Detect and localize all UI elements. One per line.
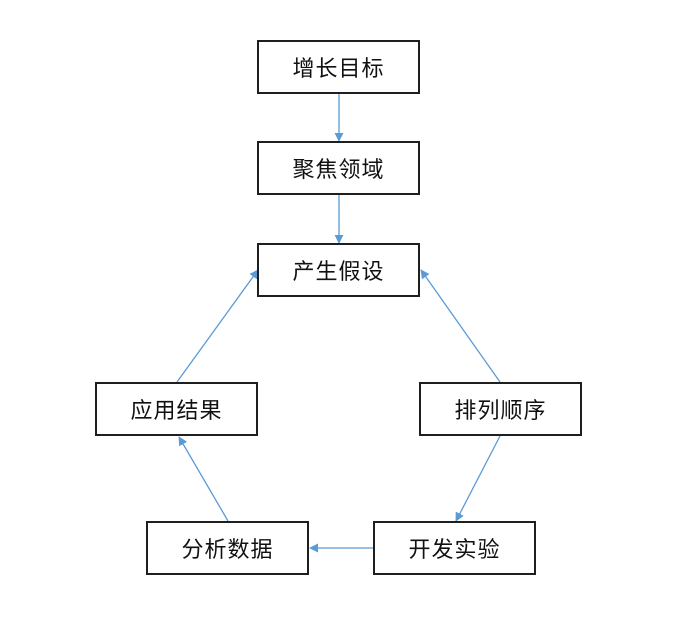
node-apply-results: 应用结果 xyxy=(95,382,258,436)
arrow-rank-to-experiment xyxy=(455,435,501,522)
arrow-analyze-to-apply xyxy=(178,436,229,522)
node-prioritize: 排列顺序 xyxy=(419,382,582,436)
node-focus-area: 聚焦领域 xyxy=(257,141,420,195)
arrow-rank-to-hypothesis xyxy=(420,269,501,383)
node-analyze-data: 分析数据 xyxy=(146,521,309,575)
node-generate-hypothesis: 产生假设 xyxy=(257,243,420,297)
arrow-apply-to-hypothesis xyxy=(176,269,259,383)
node-growth-goal: 增长目标 xyxy=(257,40,420,94)
node-develop-experiment: 开发实验 xyxy=(373,521,536,575)
